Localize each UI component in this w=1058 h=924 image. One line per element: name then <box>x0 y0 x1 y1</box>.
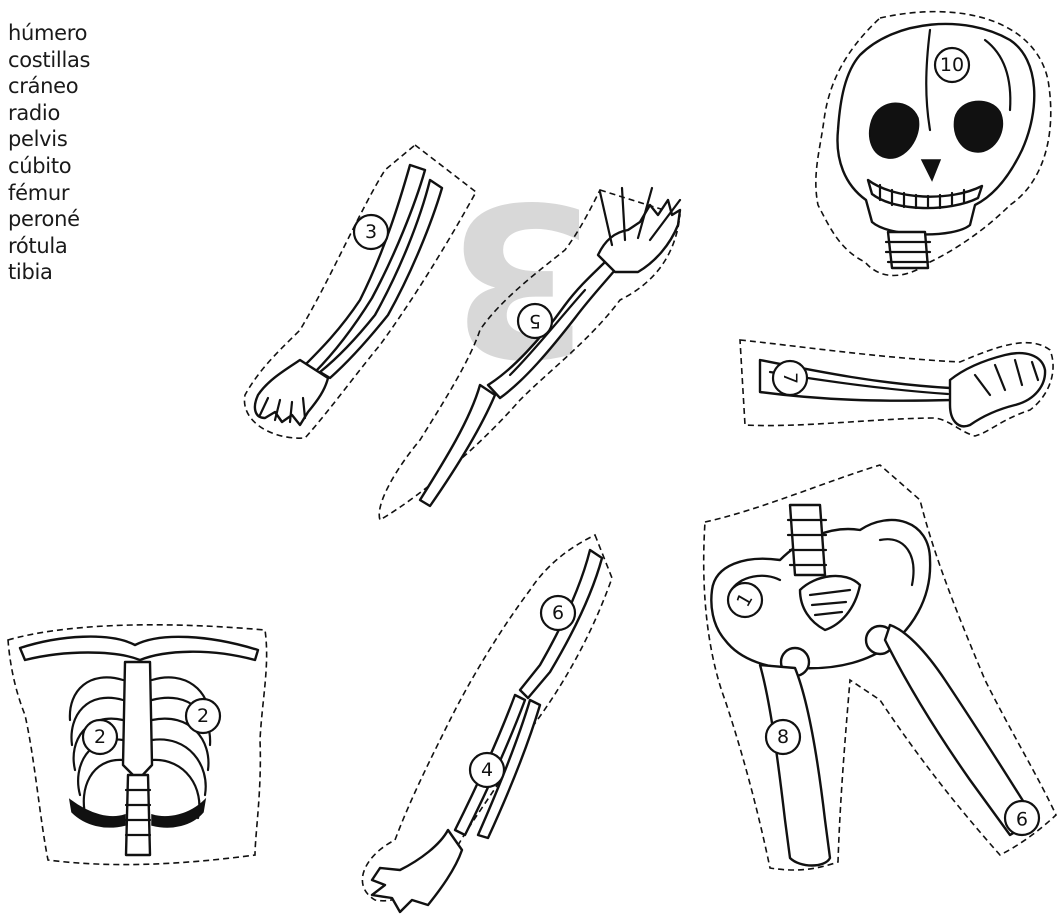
ribcage-piece[interactable]: 2 2 <box>8 625 267 865</box>
right-femur-number: 9 <box>1016 807 1028 829</box>
spine-segment <box>126 775 150 855</box>
center-humerus-bone <box>420 385 495 506</box>
right-arm-cut-line <box>362 535 612 901</box>
center-arm-number: 5 <box>529 310 541 332</box>
clavicles <box>20 637 258 660</box>
left-forearm-number: 3 <box>365 221 377 243</box>
ribcage-right-number: 2 <box>197 705 209 727</box>
left-femur-number: 8 <box>777 726 789 748</box>
skull-number: 10 <box>940 54 964 76</box>
right-hand-bones <box>372 830 462 912</box>
right-arm-lower-number: 4 <box>481 759 493 781</box>
left-femur-bone <box>760 665 830 866</box>
pelvis-legs-piece[interactable]: 1 8 9 <box>704 465 1056 870</box>
ribcage-left-number: 2 <box>94 726 106 748</box>
left-forearm-hand-piece[interactable]: 3 <box>244 145 476 438</box>
skull-eye-socket-right <box>954 101 1002 152</box>
skull-piece[interactable]: 10 <box>816 12 1051 276</box>
lower-leg-foot-piece[interactable]: 7 <box>740 340 1053 436</box>
right-arm-upper-number: 6 <box>552 602 564 624</box>
foot-bones <box>950 353 1045 426</box>
sternum <box>123 662 152 780</box>
lower-leg-number: 7 <box>779 372 801 384</box>
right-arm-hand-piece[interactable]: 6 4 <box>362 535 612 912</box>
